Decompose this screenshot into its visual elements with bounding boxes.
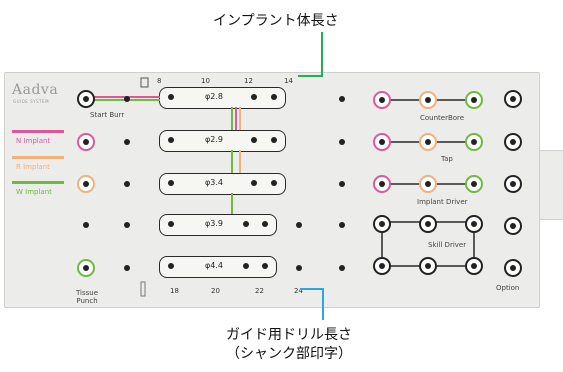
- hole-rail4-b: [243, 221, 249, 227]
- legend-label-w: W Implant: [16, 188, 52, 196]
- guide-drill-length-callout: ガイド用ドリル長さ （シャンク部印字）: [214, 326, 364, 364]
- tray-side-flap: [536, 150, 563, 220]
- guide-drill-leader: [300, 288, 324, 320]
- hole-rail5-b: [243, 263, 249, 269]
- drill-rail-2: [159, 130, 286, 152]
- implant-length-leader: [298, 32, 323, 77]
- socket-driver-orange: [419, 175, 437, 193]
- legend-label-n: N Implant: [16, 137, 51, 145]
- brand-logo: Aadva: [12, 82, 59, 98]
- socket-tissue-punch: [77, 259, 95, 277]
- implant-length-callout: インプラント体長さ: [213, 13, 339, 29]
- socket-driver-green: [465, 175, 483, 193]
- top-tick-8: 8: [157, 77, 162, 85]
- hole-rail3-c: [271, 180, 277, 186]
- implant-driver-label: Implant Driver: [417, 198, 468, 206]
- diameter-label-5: φ4.4: [205, 261, 223, 270]
- socket-tap-pink: [373, 133, 391, 151]
- hole-rail5-a: [168, 263, 174, 269]
- socket-w-implant: [83, 222, 89, 228]
- hole-c1-r4: [124, 222, 130, 228]
- hole-c3-r5: [296, 265, 302, 271]
- hole-rail1-c: [271, 94, 277, 100]
- socket-driver-pink: [373, 175, 391, 193]
- socket-option-3: [504, 175, 522, 193]
- tissue-punch-label: Tissue Punch: [76, 289, 98, 305]
- hole-rail1-a: [168, 94, 174, 100]
- counterbore-label: CounterBore: [420, 114, 465, 122]
- hole-c3-r4: [296, 222, 302, 228]
- socket-option-2: [504, 133, 522, 151]
- socket-skill-5: [419, 257, 437, 275]
- hole-c1-r3: [124, 181, 130, 187]
- socket-start-burr: [77, 90, 95, 108]
- diameter-label-3: φ3.4: [205, 178, 223, 187]
- socket-skill-4: [373, 257, 391, 275]
- hole-rail2-b: [251, 137, 257, 143]
- socket-skill-3: [465, 215, 483, 233]
- drill-rail-4: [159, 214, 277, 236]
- skill-driver-label: Skill Driver: [428, 241, 467, 249]
- drill-stand-icon: [140, 77, 149, 88]
- socket-skill-2: [419, 215, 437, 233]
- drill-rail-3: [159, 173, 286, 195]
- hole-c1-r1: [124, 96, 130, 102]
- bottom-tick-22: 22: [255, 287, 264, 295]
- socket-r-implant: [77, 175, 95, 193]
- legend-swatch-n: [12, 130, 64, 133]
- socket-counterbore-green: [465, 91, 483, 109]
- tissue-punch-line1: Tissue: [76, 289, 99, 297]
- diameter-label-4: φ3.9: [205, 219, 223, 228]
- tap-label: Tap: [441, 155, 453, 163]
- legend-label-r: R Implant: [16, 163, 50, 171]
- guide-drill-length-line2: （シャンク部印字）: [226, 346, 352, 362]
- bottom-tick-24: 24: [294, 287, 303, 295]
- hole-rail4-a: [168, 221, 174, 227]
- hole-rail2-a: [168, 137, 174, 143]
- hole-rail1-b: [251, 94, 257, 100]
- diameter-label-1: φ2.8: [205, 92, 223, 101]
- bottom-tick-20: 20: [211, 287, 220, 295]
- hole-c4-r4: [339, 222, 345, 228]
- socket-counterbore-pink: [373, 91, 391, 109]
- hole-c1-r2: [124, 139, 130, 145]
- socket-tap-green: [465, 133, 483, 151]
- hole-c4-r5: [339, 265, 345, 271]
- hole-rail4-c: [262, 221, 268, 227]
- guide-drill-length-line1: ガイド用ドリル長さ: [226, 327, 352, 343]
- option-label: Option: [496, 284, 520, 292]
- hole-c1-r5: [124, 265, 130, 271]
- hole-rail5-c: [262, 263, 268, 269]
- socket-tap-orange: [419, 133, 437, 151]
- brand-subtitle: GUIDE SYSTEM: [13, 99, 50, 104]
- start-burr-label: Start Burr: [90, 111, 125, 119]
- socket-counterbore-orange: [419, 91, 437, 109]
- drill-length-icon: [140, 281, 146, 297]
- hole-rail3-b: [251, 180, 257, 186]
- legend-swatch-w: [12, 181, 64, 184]
- hole-rail3-a: [168, 180, 174, 186]
- socket-n-implant: [77, 133, 95, 151]
- socket-skill-1: [373, 215, 391, 233]
- socket-option-1: [504, 90, 522, 108]
- hole-c4-r3: [339, 181, 345, 187]
- bottom-tick-18: 18: [170, 287, 179, 295]
- top-tick-14: 14: [284, 77, 293, 85]
- hole-c4-r1: [339, 96, 345, 102]
- tissue-punch-line2: Punch: [76, 297, 98, 305]
- socket-skill-6: [465, 257, 483, 275]
- drill-rail-5: [159, 256, 277, 278]
- legend-swatch-r: [12, 156, 64, 159]
- hole-rail2-c: [271, 137, 277, 143]
- diameter-label-2: φ2.9: [205, 135, 223, 144]
- top-tick-10: 10: [201, 77, 210, 85]
- hole-c4-r2: [339, 139, 345, 145]
- top-tick-12: 12: [244, 77, 253, 85]
- socket-option-5: [504, 259, 522, 277]
- socket-option-4: [504, 217, 522, 235]
